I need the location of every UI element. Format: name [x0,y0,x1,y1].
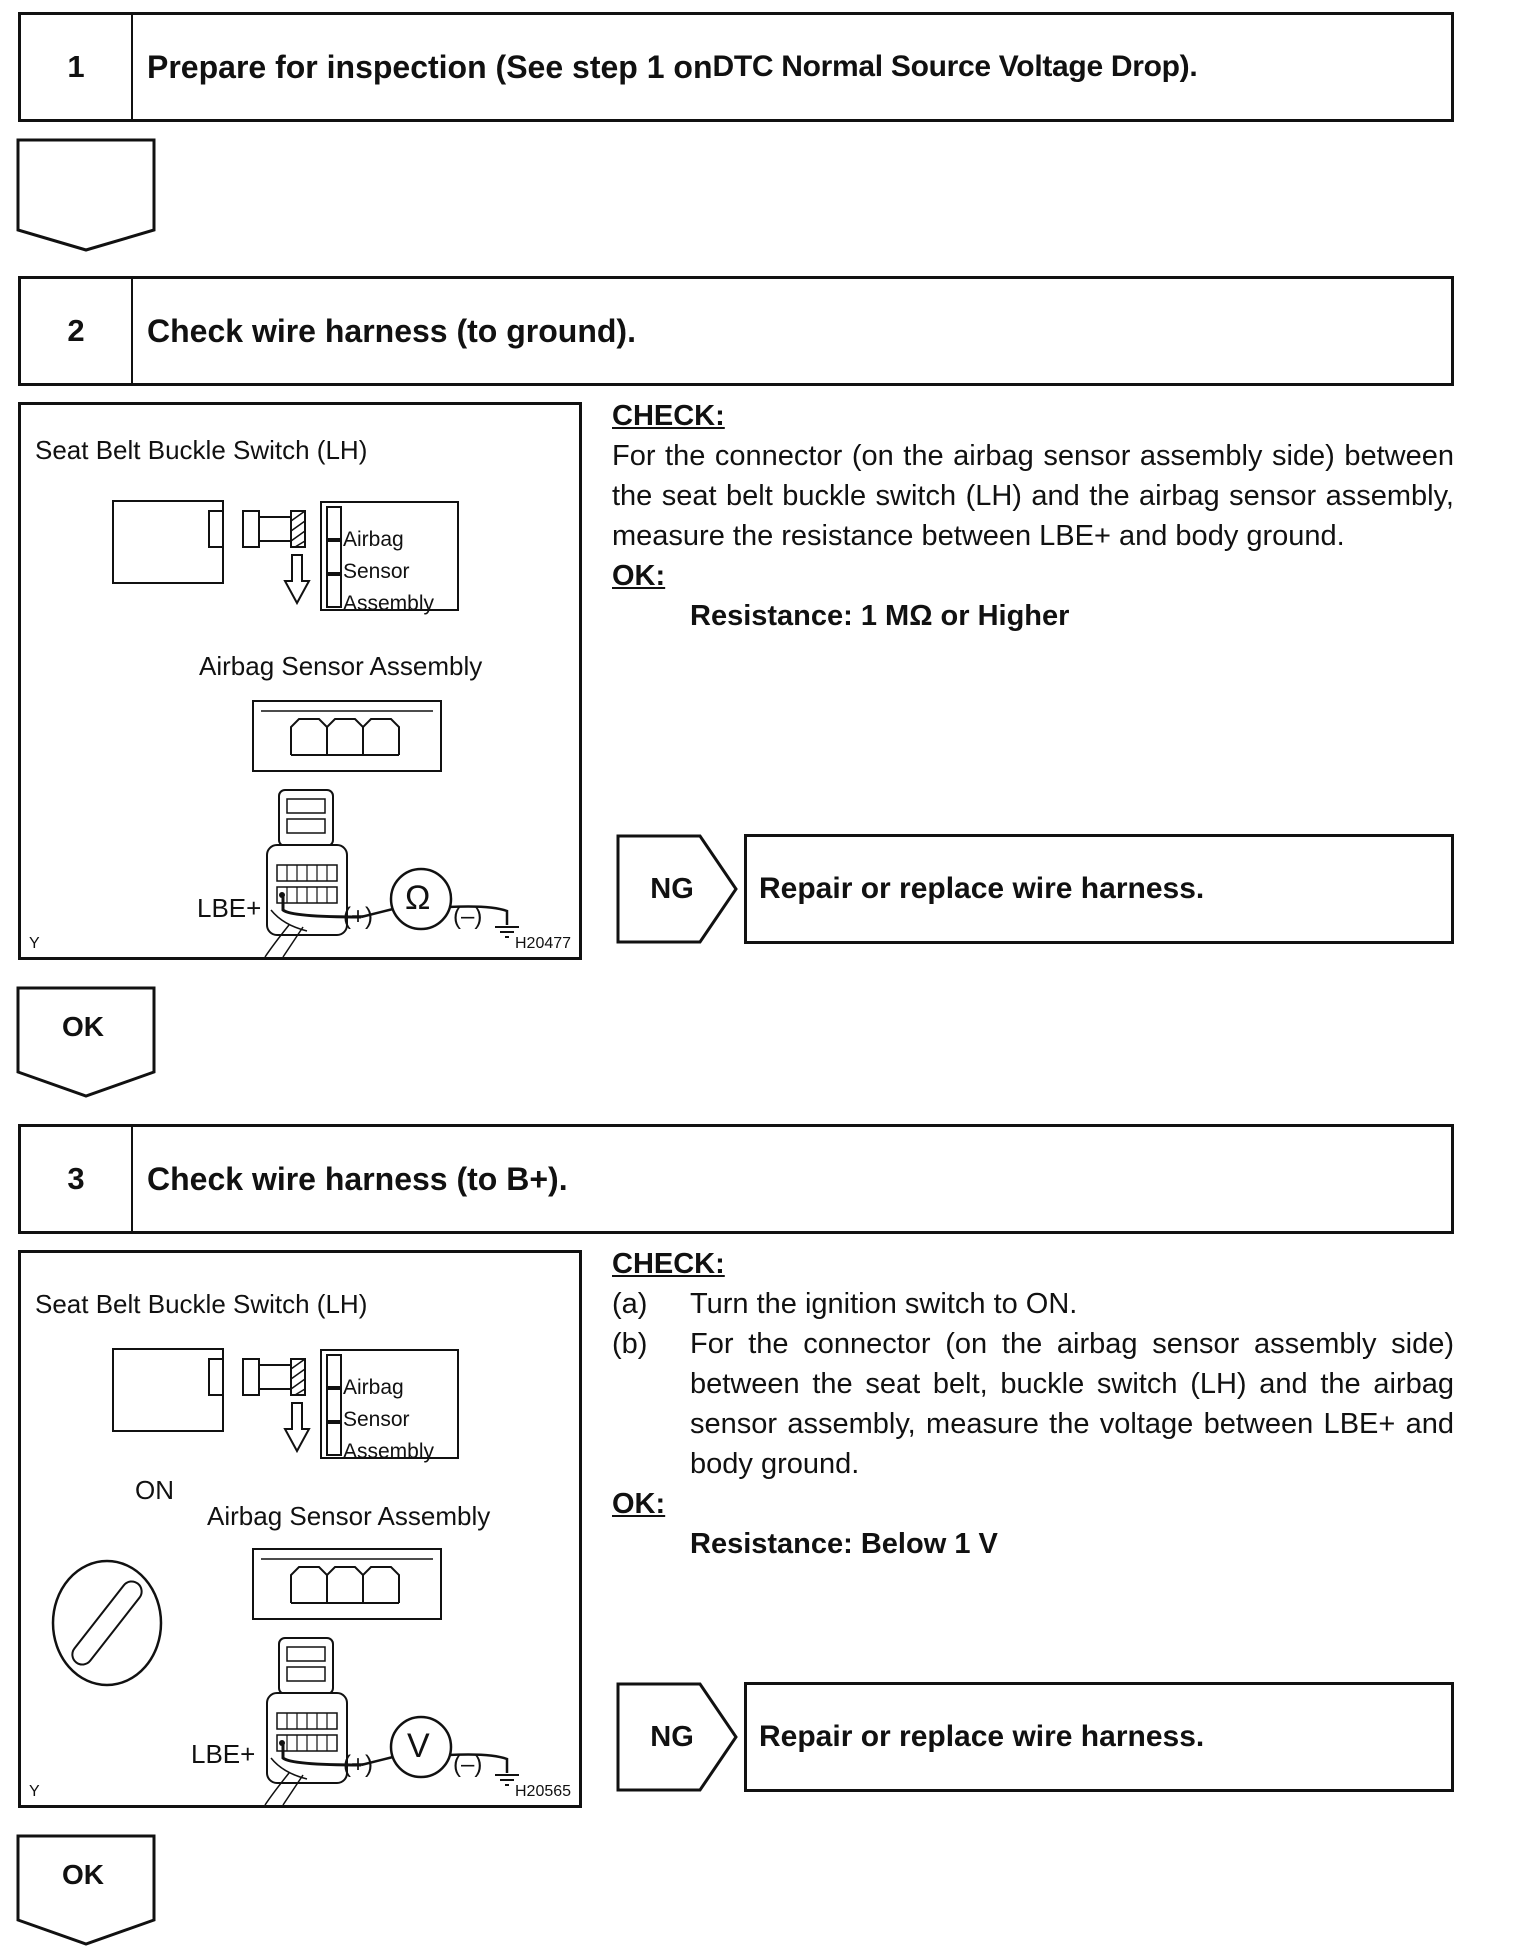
ignition-switch-icon [51,1559,163,1687]
step-title-text: Check wire harness (to B+). [147,1160,568,1197]
ohmmeter-icon [389,867,453,931]
sensor-assembly-icon [252,1548,442,1620]
ng-action-box: Repair or replace wire harness. [744,834,1454,944]
connector-label: Assembly [343,592,435,615]
figure-title: Seat Belt Buckle Switch (LH) [35,1289,368,1319]
ok-heading: OK: [612,1488,666,1520]
step-title: Check wire harness (to ground). [147,279,636,383]
step-2-figure: Seat Belt Buckle Switch (LH) [18,402,582,960]
ng-label: NG [650,872,694,905]
connector-label: Airbag [343,1376,404,1399]
ok-heading: OK: [612,560,666,592]
assembly-label: Airbag Sensor Assembly [207,1501,491,1531]
connector-label: Sensor [343,560,410,583]
figure-code: H20477 [515,935,572,952]
terminal-label: LBE+ [191,1739,256,1769]
airbag-connector-box [320,501,459,611]
figure-code: H20565 [515,1783,572,1800]
down-arrow-icon [283,554,311,606]
corner-label: Y [29,1783,40,1800]
step-title: Check wire harness (to B+). [147,1127,568,1231]
step-3-check-block: CHECK: (a) Turn the ignition switch to O… [612,1244,1454,1564]
assembly-label: Airbag Sensor Assembly [199,651,483,681]
ng-arrow [616,1682,738,1792]
harness-connector-icon [266,789,348,936]
step-title-text: Check wire harness (to ground). [147,312,636,349]
airbag-connector-box [320,1349,459,1459]
terminal-label: LBE+ [197,893,262,923]
check-text: For the connector (on the airbag sensor … [612,440,1454,552]
next-step-arrow [16,138,156,252]
figure-title: Seat Belt Buckle Switch (LH) [35,435,368,465]
step-number: 1 [21,15,133,119]
step-1-header: 1 Prepare for inspection (See step 1 on … [18,12,1454,122]
minus-label: (–) [453,1751,483,1778]
next-step-arrow [16,1834,156,1946]
voltmeter-icon [389,1715,453,1779]
ng-arrow [616,834,738,944]
step-2-check-block: CHECK: For the connector (on the airbag … [612,396,1454,636]
plus-label: (+) [343,903,373,930]
connector-label: Airbag [343,528,404,551]
step-title-text: Prepare for inspection (See step 1 on [147,48,713,85]
step-number: 2 [21,279,133,383]
meter-symbol: V [407,1727,430,1765]
ng-action-box: Repair or replace wire harness. [744,1682,1454,1792]
ok-spec: Resistance: 1 MΩ or Higher [690,600,1070,632]
step-2-header: 2 Check wire harness (to ground). [18,276,1454,386]
check-item: (a) Turn the ignition switch to ON. [612,1284,1454,1324]
wiring-diagram [51,1348,519,1805]
check-item-letter: (b) [612,1328,648,1360]
ok-label: OK [62,1859,104,1890]
sensor-assembly-icon [252,700,442,772]
step-number: 3 [21,1127,133,1231]
wiring-diagram [112,500,519,957]
buckle-switch-body [112,500,224,584]
step-title: Prepare for inspection (See step 1 on DT… [147,15,1198,119]
ok-spec: Resistance: Below 1 V [690,1528,998,1560]
check-heading: CHECK: [612,1248,725,1280]
meter-symbol: Ω [405,879,431,917]
buckle-switch-body [112,1348,224,1432]
harness-connector-icon [266,1637,348,1784]
check-item-letter: (a) [612,1288,648,1320]
ok-label: OK [62,1011,104,1042]
connector-label: Assembly [343,1440,435,1463]
ng-label: NG [650,1720,694,1753]
step-title-reference: DTC Normal Source Voltage Drop). [712,50,1198,83]
plus-label: (+) [343,1751,373,1778]
check-item-text: Turn the ignition switch to ON. [690,1288,1078,1320]
connector-label: Sensor [343,1408,410,1431]
check-heading: CHECK: [612,400,725,432]
check-item-text: For the connector (on the airbag sensor … [690,1328,1454,1480]
down-arrow-icon [283,1402,311,1454]
check-item: (b) For the connector (on the airbag sen… [612,1324,1454,1484]
corner-label: Y [29,935,40,952]
ignition-label: ON [135,1475,174,1505]
next-step-arrow [16,986,156,1098]
minus-label: (–) [453,903,483,930]
step-3-header: 3 Check wire harness (to B+). [18,1124,1454,1234]
step-3-figure: Seat Belt Buckle Switch (LH) [18,1250,582,1808]
